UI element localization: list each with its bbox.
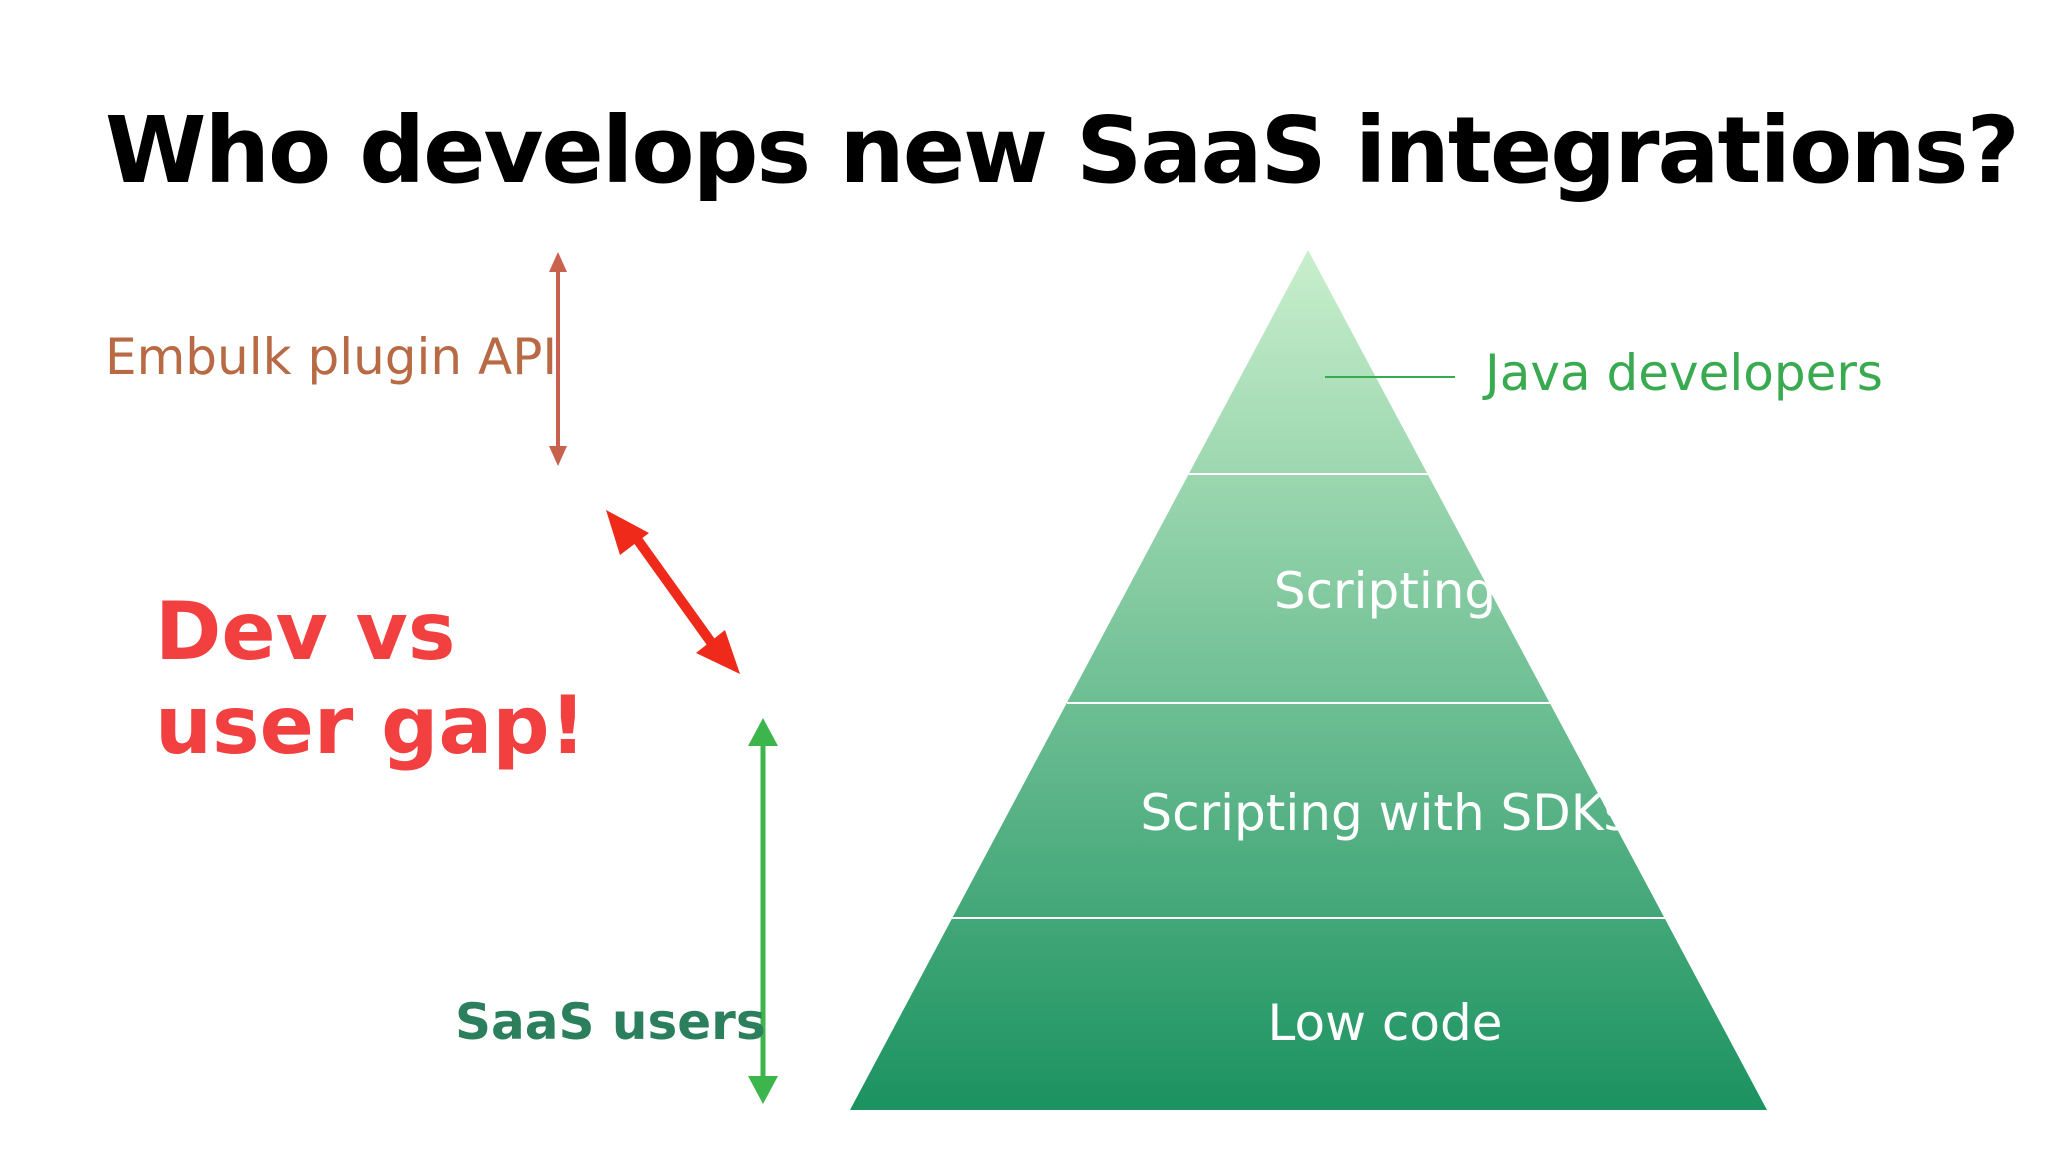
saas-users-label: SaaS users bbox=[455, 993, 766, 1051]
java-developers-label: Java developers bbox=[1485, 344, 1883, 402]
saas-users-range-arrow bbox=[748, 718, 778, 1104]
tier-low-code: Low code bbox=[1267, 994, 1503, 1052]
dev-user-gap-label: Dev vs user gap! bbox=[155, 585, 587, 773]
slide-title: Who develops new SaaS integrations? bbox=[105, 97, 2020, 204]
tier-scripting-with-sdks: Scripting with SDKs bbox=[1140, 784, 1630, 842]
embulk-plugin-api-label: Embulk plugin API bbox=[105, 328, 558, 386]
tier-scripting: Scripting bbox=[1273, 562, 1497, 620]
gap-double-arrow bbox=[606, 510, 740, 674]
embulk-range-arrow bbox=[549, 252, 567, 466]
pyramid bbox=[850, 250, 1767, 1110]
